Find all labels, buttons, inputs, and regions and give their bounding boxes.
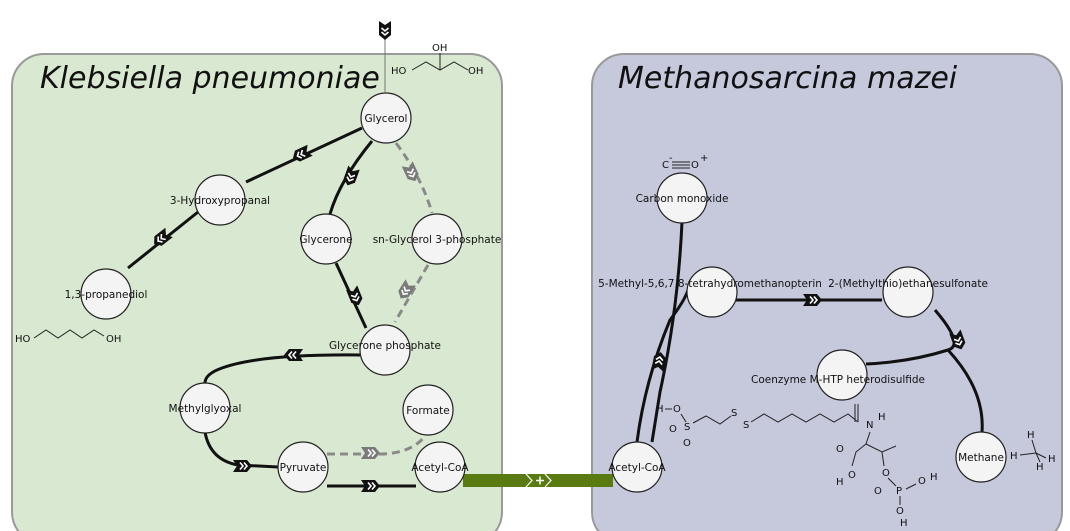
svg-text:H: H: [900, 518, 908, 529]
svg-text:P: P: [896, 486, 902, 497]
svg-text:O: O: [691, 160, 699, 171]
svg-text:HO: HO: [391, 66, 407, 77]
svg-text:C: C: [662, 160, 669, 171]
svg-text:S: S: [684, 422, 690, 433]
compartment-title-left: Klebsiella pneumoniae: [40, 61, 380, 96]
node-sn-glycerol-3-phosphate[interactable]: sn-Glycerol 3-phosphate: [373, 213, 502, 265]
node-coenzyme-m-htp[interactable]: Coenzyme M-HTP heterodisulfide: [751, 349, 925, 401]
node-glycerone-phosphate[interactable]: Glycerone phosphate: [329, 324, 441, 376]
svg-text:O: O: [882, 468, 890, 479]
svg-text:H: H: [1027, 430, 1035, 441]
propanediol-structure: HO OH: [15, 329, 121, 345]
svg-text:H: H: [656, 404, 664, 415]
svg-text:H: H: [1036, 462, 1044, 473]
edge-sn-glycerol-glycerone-phosphate: [393, 264, 430, 323]
svg-text:Methylglyoxal: Methylglyoxal: [169, 403, 242, 415]
svg-text:HO: HO: [15, 334, 31, 345]
edge-methylthio-coenzyme: [865, 309, 956, 366]
edge-glycerol-sn-glycerol: [394, 142, 434, 214]
svg-text:OH: OH: [468, 66, 483, 77]
compartment-methanosarcina: [591, 53, 1063, 531]
edge-acetylcoa-methyl-thmpt: [635, 289, 690, 443]
svg-text:Carbon monoxide: Carbon monoxide: [636, 193, 729, 205]
svg-text:N: N: [866, 420, 873, 431]
svg-text:Glycerol: Glycerol: [365, 113, 408, 125]
edge-glycerone-phosphate-methylglyoxal: [203, 353, 361, 384]
svg-text:H: H: [836, 477, 844, 488]
node-methane[interactable]: Methane: [955, 431, 1007, 483]
node-glycerol[interactable]: Glycerol: [360, 92, 412, 144]
edge-coenzyme-methane: [946, 348, 984, 433]
carbon-monoxide-structure: C - O +: [662, 153, 708, 171]
node-glycerone[interactable]: Glycerone: [299, 213, 353, 265]
svg-text:OH: OH: [106, 334, 121, 345]
node-acetyl-coa-left[interactable]: Acetyl-CoA: [411, 441, 469, 493]
svg-text:+: +: [700, 153, 708, 164]
svg-text:Coenzyme M-HTP heterodisulfide: Coenzyme M-HTP heterodisulfide: [751, 374, 925, 386]
svg-text:O: O: [669, 424, 677, 435]
svg-text:1,3-propanediol: 1,3-propanediol: [65, 289, 148, 301]
svg-text:Glycerone phosphate: Glycerone phosphate: [329, 340, 441, 352]
node-1-3-propanediol[interactable]: 1,3-propanediol: [65, 268, 148, 320]
compartment-title-right: Methanosarcina mazei: [618, 61, 958, 96]
svg-text:-: -: [669, 153, 673, 164]
node-methylglyoxal[interactable]: Methylglyoxal: [169, 382, 242, 434]
svg-text:3-Hydroxypropanal: 3-Hydroxypropanal: [170, 195, 270, 207]
svg-text:O: O: [673, 404, 681, 415]
svg-text:H: H: [1010, 451, 1018, 462]
svg-text:S: S: [731, 408, 737, 419]
methane-structure: H H H H: [1010, 430, 1056, 473]
coenzyme-structure: H O S O O S S N H O O H O P O H O O H: [656, 404, 938, 529]
compartment-klebsiella: [11, 53, 503, 531]
svg-text:Acetyl-CoA: Acetyl-CoA: [411, 462, 469, 474]
node-carbon-monoxide[interactable]: Carbon monoxide: [636, 172, 729, 224]
svg-text:O: O: [683, 438, 691, 449]
node-acetyl-coa-right[interactable]: Acetyl-CoA: [608, 441, 666, 493]
svg-text:O: O: [896, 506, 904, 517]
svg-text:Formate: Formate: [406, 405, 449, 417]
svg-text:O: O: [874, 486, 882, 497]
svg-text:OH: OH: [432, 43, 447, 54]
node-3-hydroxypropanal[interactable]: 3-Hydroxypropanal: [170, 174, 270, 226]
node-methylthio-ethanesulfonate[interactable]: 2-(Methylthio)ethanesulfonate: [828, 266, 988, 318]
svg-text:H: H: [1048, 454, 1056, 465]
svg-text:O: O: [848, 470, 856, 481]
svg-text:S: S: [743, 420, 749, 431]
svg-text:Acetyl-CoA: Acetyl-CoA: [608, 462, 666, 474]
glycerol-structure: OH HO OH: [391, 43, 483, 77]
svg-text:H: H: [930, 472, 938, 483]
svg-text:Pyruvate: Pyruvate: [280, 462, 327, 474]
edge-pyruvate-acetylcoa-dashed: [327, 435, 427, 456]
node-formate[interactable]: Formate: [402, 384, 454, 436]
svg-text:Glycerone: Glycerone: [299, 234, 352, 246]
svg-text:O: O: [918, 476, 926, 487]
svg-text:2-(Methylthio)ethanesulfonate: 2-(Methylthio)ethanesulfonate: [828, 278, 988, 290]
svg-text:sn-Glycerol 3-phosphate: sn-Glycerol 3-phosphate: [373, 234, 502, 246]
svg-text:O: O: [836, 444, 844, 455]
svg-text:5-Methyl-5,6,7,8-tetrahydromet: 5-Methyl-5,6,7,8-tetrahydromethanopterin: [598, 278, 822, 290]
svg-text:Methane: Methane: [958, 452, 1004, 464]
node-methyl-thmpt[interactable]: 5-Methyl-5,6,7,8-tetrahydromethanopterin: [598, 266, 822, 318]
svg-text:H: H: [878, 412, 886, 423]
node-pyruvate[interactable]: Pyruvate: [277, 441, 329, 493]
